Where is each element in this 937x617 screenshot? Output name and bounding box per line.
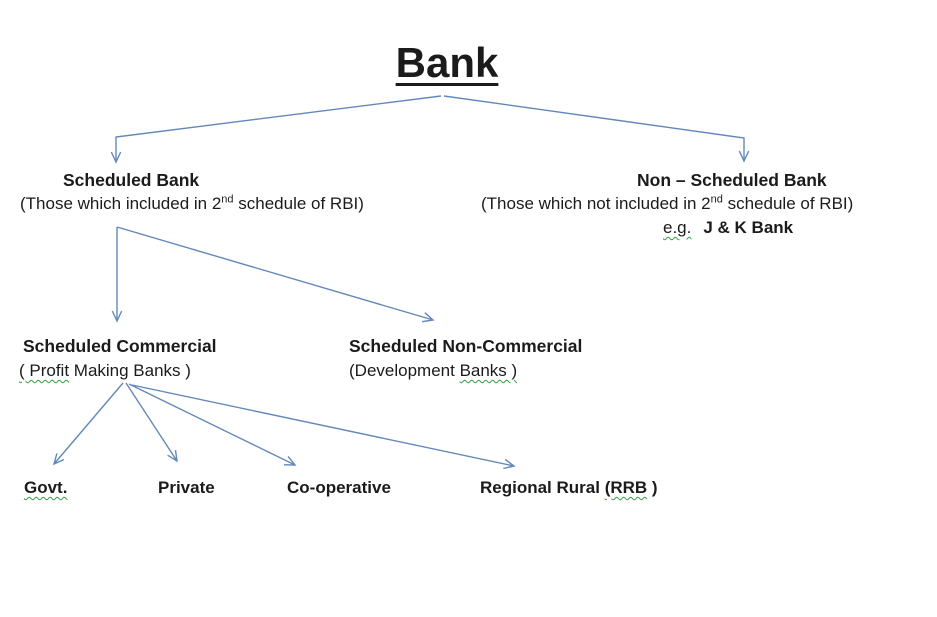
edge-bank-to-scheduled-bank xyxy=(115,95,442,162)
arrowhead-icon xyxy=(111,310,123,323)
non-scheduled-desc-a: (Those which not included in 2 xyxy=(481,194,711,213)
arrowhead-icon xyxy=(52,453,65,466)
arrowhead-icon xyxy=(738,150,750,163)
arrowhead-icon xyxy=(503,458,516,470)
scheduled-desc-sup: nd xyxy=(221,193,234,206)
edge-bank-to-non-scheduled-bank xyxy=(443,95,745,161)
edge-scheduled-bank-to-non-commercial xyxy=(116,226,434,321)
regional-rural-wavy: (RRB xyxy=(604,478,648,497)
arrowhead-icon xyxy=(167,450,178,463)
regional-rural-b: ) xyxy=(647,478,658,497)
node-non-scheduled-bank-desc: (Those which not included in 2nd schedul… xyxy=(481,193,853,214)
scheduled-desc-a: (Those which included in 2 xyxy=(20,194,222,213)
node-non-scheduled-bank-example: e.g. J & K Bank xyxy=(663,217,793,238)
non-commercial-sub-a: (Development xyxy=(349,361,460,380)
commercial-sub-wavy: ( Profit xyxy=(19,361,70,380)
non-scheduled-desc-b: schedule of RBI) xyxy=(722,194,854,213)
arrowhead-icon xyxy=(110,151,122,164)
node-bank: Bank xyxy=(395,39,499,86)
edge-commercial-to-private xyxy=(125,382,178,462)
edge-commercial-to-cooperative xyxy=(128,383,296,466)
node-scheduled-commercial-title: Scheduled Commercial xyxy=(23,336,217,356)
node-scheduled-bank-title: Scheduled Bank xyxy=(63,170,200,190)
node-govt: Govt. xyxy=(24,478,68,497)
node-cooperative: Co-operative xyxy=(287,478,391,497)
example-text: J & K Bank xyxy=(703,218,794,237)
edge-commercial-to-govt xyxy=(53,382,124,465)
node-scheduled-bank-desc: (Those which included in 2nd schedule of… xyxy=(20,193,364,214)
edge-commercial-to-regional-rural xyxy=(131,384,515,467)
node-scheduled-non-commercial-title: Scheduled Non-Commercial xyxy=(349,336,583,356)
non-commercial-sub-wavy: Banks ) xyxy=(459,361,518,380)
commercial-sub-rest: Making Banks ) xyxy=(69,361,191,380)
non-scheduled-desc-sup: nd xyxy=(710,193,723,206)
node-scheduled-non-commercial-sub: (Development Banks ) xyxy=(349,360,517,381)
node-scheduled-commercial-sub: ( Profit Making Banks ) xyxy=(19,360,191,381)
regional-rural-a: Regional Rural xyxy=(480,478,605,497)
node-private: Private xyxy=(158,478,215,497)
node-non-scheduled-bank-title: Non – Scheduled Bank xyxy=(637,170,827,190)
arrowhead-icon xyxy=(421,312,435,323)
example-prefix: e.g. xyxy=(663,218,692,237)
arrowhead-icon xyxy=(283,455,297,466)
scheduled-desc-b: schedule of RBI) xyxy=(233,194,364,213)
node-regional-rural: Regional Rural (RRB ) xyxy=(480,478,658,498)
